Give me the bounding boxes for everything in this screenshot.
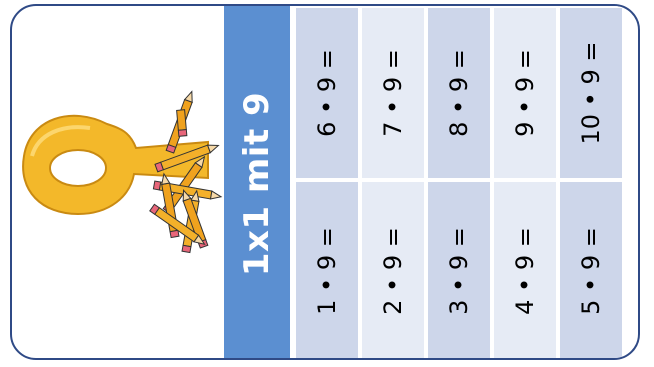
card-title: 1x1 mit 9 [237,91,277,277]
equation-text: 7 • 9 = [379,49,407,137]
equation-cell: 6 • 9 = [294,6,360,180]
equation-text: 9 • 9 = [511,49,539,137]
equation-cell: 3 • 9 = [426,180,492,358]
multiplication-card: 1x1 mit 9 6 • 9 = 1 • 9 = 7 • 9 = 2 • 9 … [10,4,640,360]
equation-cell: 1 • 9 = [294,180,360,358]
equation-cell: 5 • 9 = [558,180,624,358]
equation-text: 1 • 9 = [313,227,341,315]
equation-text: 8 • 9 = [445,49,473,137]
equation-cell: 8 • 9 = [426,6,492,180]
equation-text: 10 • 9 = [577,41,605,145]
equation-grid: 6 • 9 = 1 • 9 = 7 • 9 = 2 • 9 = 8 • 9 = … [294,6,638,358]
equation-cell: 7 • 9 = [360,6,426,180]
equation-text: 6 • 9 = [313,49,341,137]
equation-text: 3 • 9 = [445,227,473,315]
equation-text: 5 • 9 = [577,227,605,315]
equation-text: 2 • 9 = [379,227,407,315]
title-band: 1x1 mit 9 [224,6,290,358]
equation-cell: 2 • 9 = [360,180,426,358]
equation-cell: 10 • 9 = [558,6,624,180]
number-nine-with-pencils-icon [12,6,224,358]
equation-cell: 9 • 9 = [492,6,558,180]
equation-text: 4 • 9 = [511,227,539,315]
equation-cell: 4 • 9 = [492,180,558,358]
